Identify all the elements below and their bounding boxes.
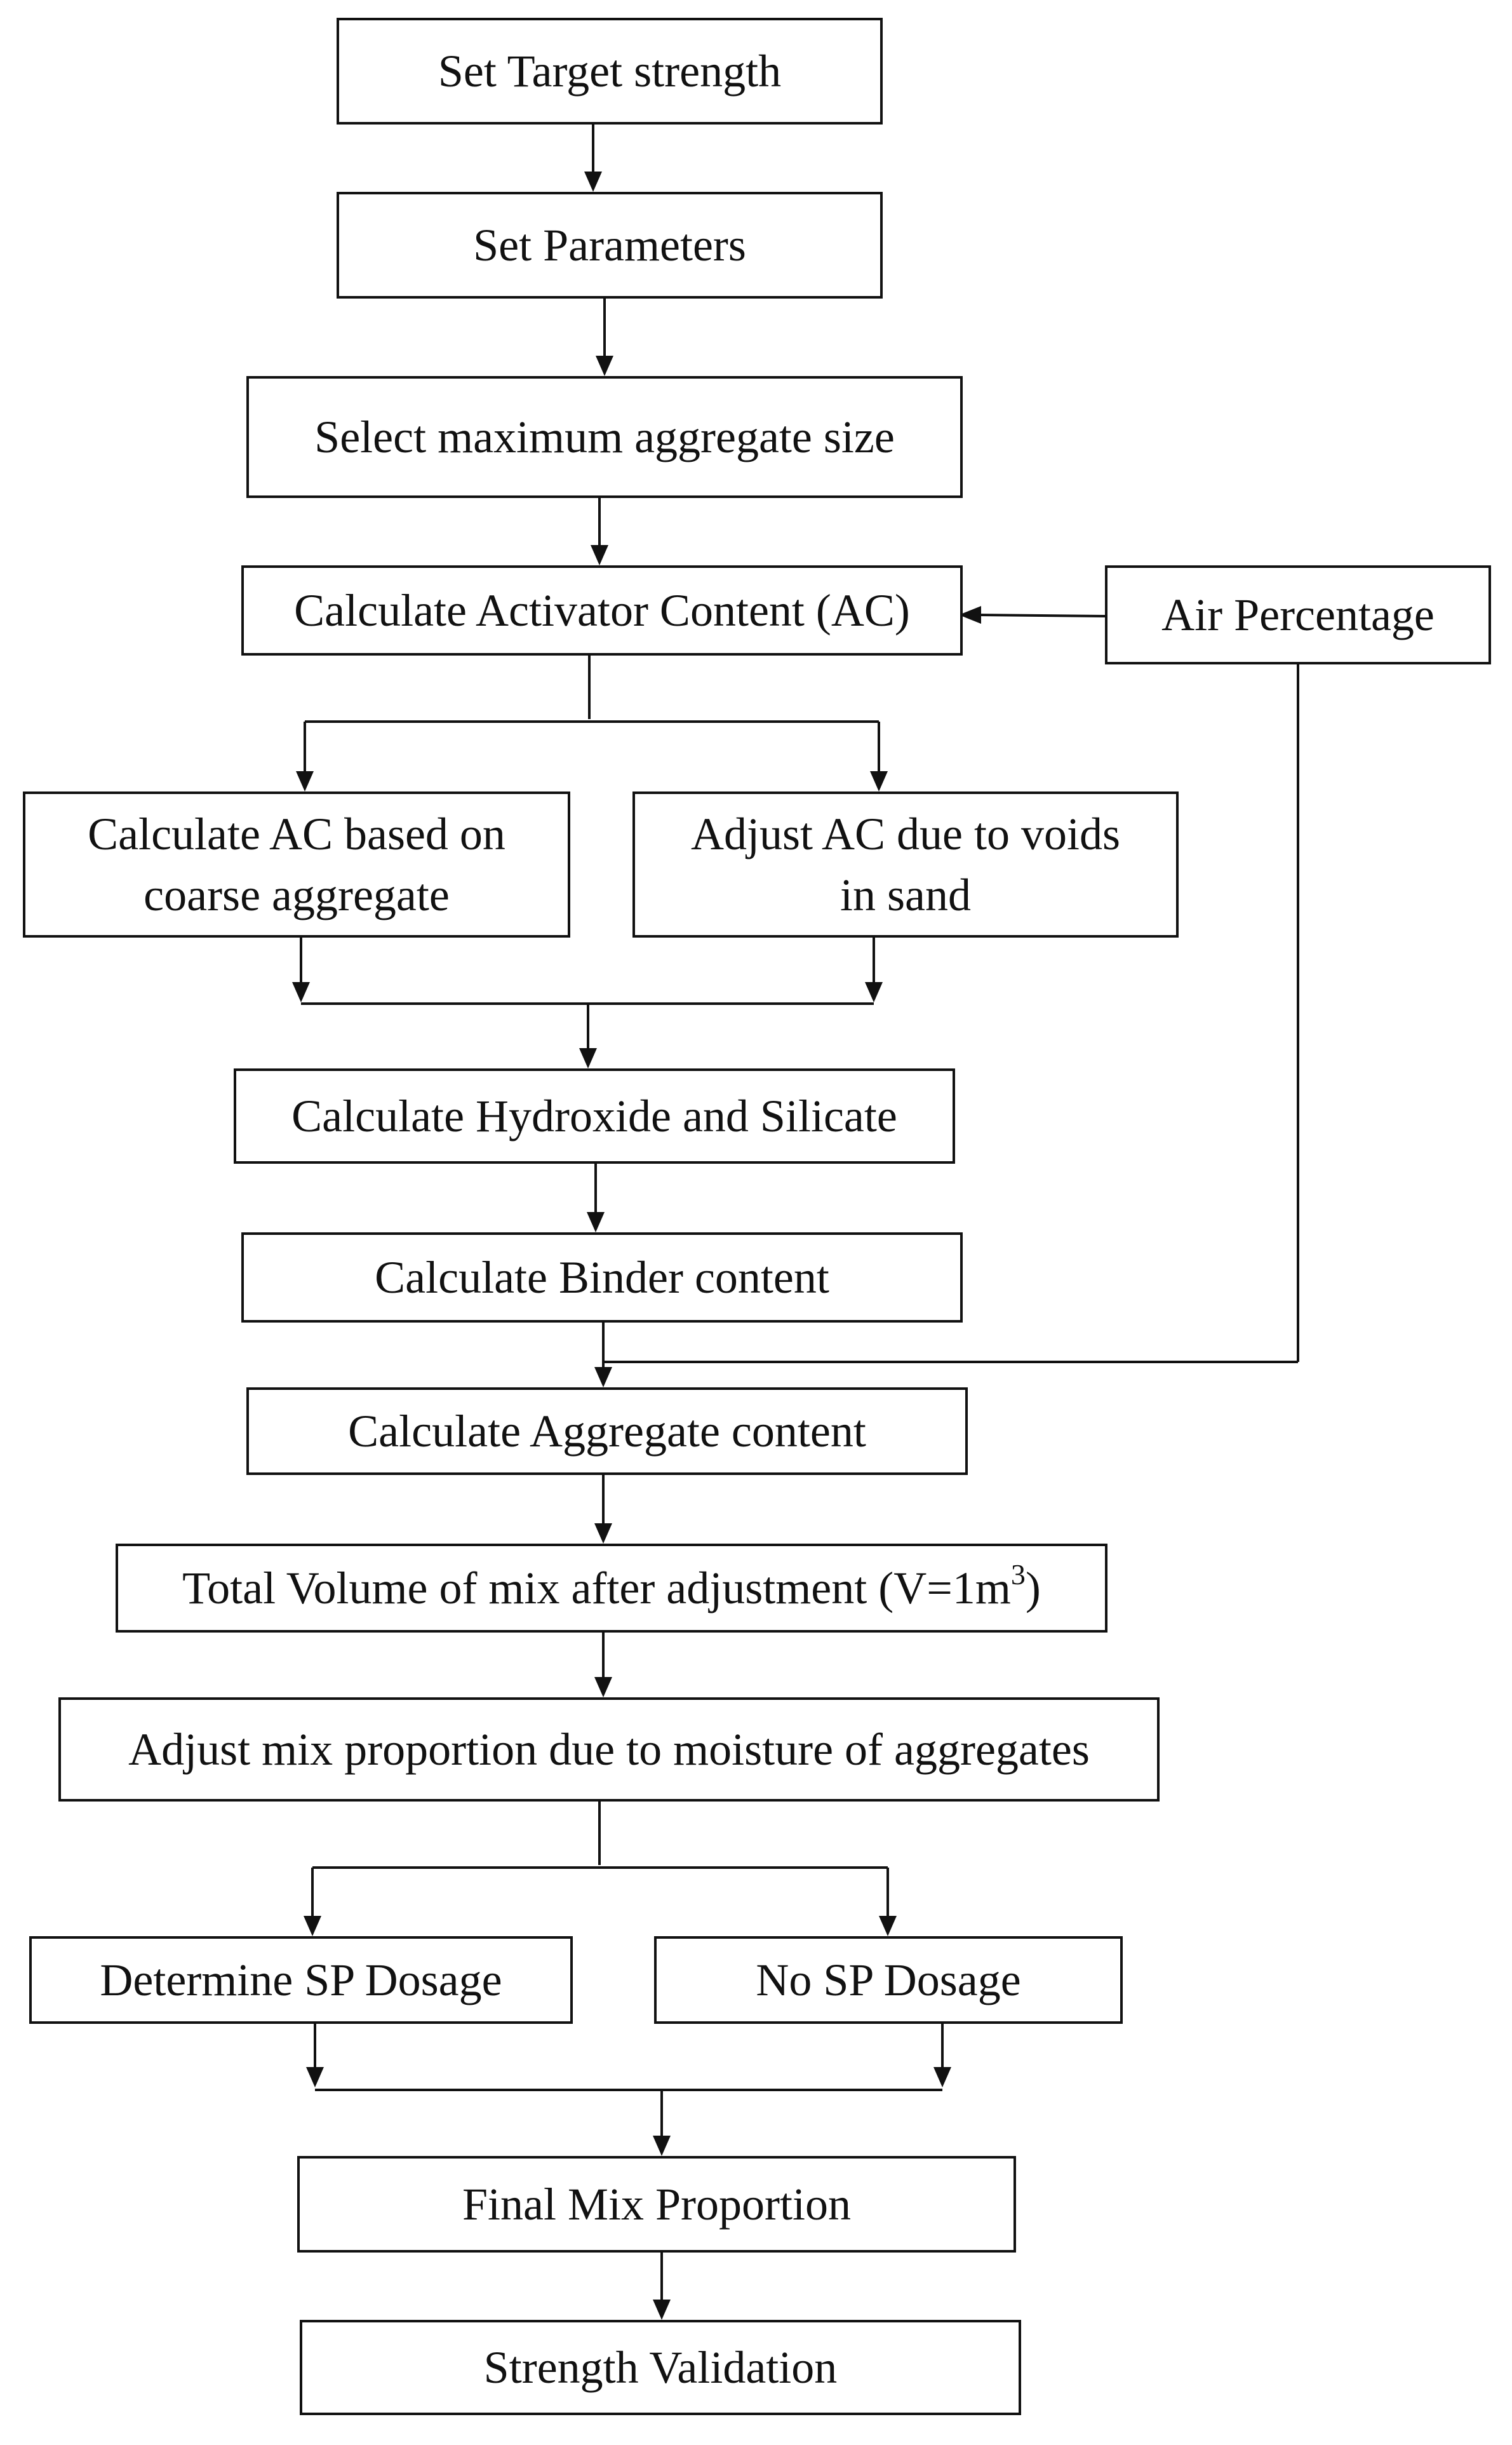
total-volume-close: ) [1025, 1563, 1041, 1613]
node-calculate-activator-content: Calculate Activator Content (AC) [241, 565, 963, 656]
total-volume-text: Total Volume of mix after adjustment (V=… [182, 1563, 1011, 1613]
node-final-mix-proportion: Final Mix Proportion [297, 2156, 1016, 2253]
node-label: Calculate Aggregate content [348, 1406, 866, 1457]
node-calculate-hydroxide-silicate: Calculate Hydroxide and Silicate [234, 1068, 955, 1164]
split-after-activator [296, 656, 888, 791]
arrow-final-to-validation [653, 2253, 671, 2320]
node-label: Calculate Activator Content (AC) [294, 585, 910, 636]
node-total-volume-of-mix: Total Volume of mix after adjustment (V=… [116, 1544, 1107, 1633]
merge-to-hydroxide [292, 938, 883, 1068]
arrow-aggregate-size-to-activator [591, 498, 608, 565]
node-label: Select maximum aggregate size [314, 412, 895, 462]
node-set-target-strength: Set Target strength [337, 18, 883, 125]
arrow-total-volume-to-moisture [594, 1633, 612, 1697]
arrow-target-to-parameters [584, 124, 602, 192]
total-volume-superscript: 3 [1010, 1558, 1026, 1591]
node-strength-validation: Strength Validation [300, 2320, 1021, 2415]
node-label: Adjust AC due to voids in sand [690, 809, 1121, 920]
node-air-percentage: Air Percentage [1105, 565, 1491, 664]
node-label: Calculate Binder content [375, 1252, 829, 1303]
node-set-parameters: Set Parameters [337, 192, 883, 299]
node-select-maximum-aggregate-size: Select maximum aggregate size [246, 376, 963, 498]
node-label: Strength Validation [483, 2342, 838, 2393]
node-label: Total Volume of mix after adjustment (V=… [182, 1558, 1041, 1619]
node-adjust-ac-voids-sand: Adjust AC due to voids in sand [632, 791, 1179, 938]
arrow-parameters-to-aggregate-size [596, 299, 613, 376]
arrow-air-to-activator [959, 606, 1106, 624]
split-after-moisture [304, 1802, 897, 1936]
arrow-aggregate-to-total-volume [594, 1475, 612, 1544]
node-label: Final Mix Proportion [462, 2179, 852, 2230]
node-calculate-aggregate-content: Calculate Aggregate content [246, 1387, 968, 1475]
node-label: Set Parameters [473, 220, 746, 271]
node-calculate-ac-coarse-aggregate: Calculate AC based on coarse aggregate [23, 791, 570, 938]
node-label: Air Percentage [1161, 589, 1435, 640]
node-label: Set Target strength [438, 46, 782, 97]
merge-binder-air-to-aggregate [594, 663, 1299, 1387]
merge-to-final-mix [306, 2024, 951, 2156]
node-label: Adjust mix proportion due to moisture of… [128, 1724, 1090, 1775]
node-determine-sp-dosage: Determine SP Dosage [29, 1936, 573, 2024]
node-calculate-binder-content: Calculate Binder content [241, 1232, 963, 1323]
node-label: No SP Dosage [756, 1955, 1021, 2005]
node-label: Determine SP Dosage [100, 1955, 502, 2005]
node-label: Calculate AC based on coarse aggregate [88, 809, 505, 920]
node-adjust-mix-proportion-moisture: Adjust mix proportion due to moisture of… [58, 1697, 1160, 1802]
node-label: Calculate Hydroxide and Silicate [291, 1091, 897, 1142]
arrow-hydroxide-to-binder [587, 1164, 605, 1232]
node-no-sp-dosage: No SP Dosage [654, 1936, 1123, 2024]
